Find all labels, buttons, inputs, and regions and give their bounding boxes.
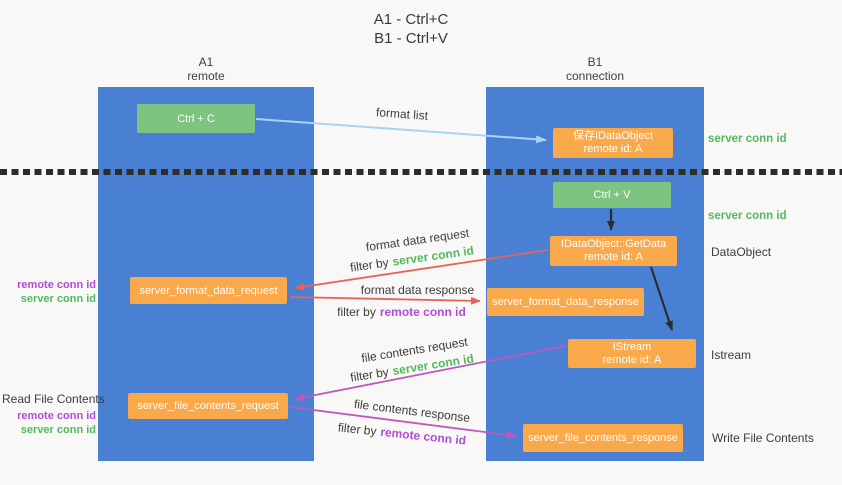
node-ctrl-v: Ctrl + V: [553, 182, 671, 208]
node-server-file-contents-request: server_file_contents_request: [128, 393, 288, 419]
node-ctrl-c-label: Ctrl + C: [177, 112, 215, 125]
node-format-response-label: server_format_data_response: [492, 296, 639, 308]
diagram-title: A1 - Ctrl+C B1 - Ctrl+V: [300, 10, 522, 48]
node-format-request-label: server_format_data_request: [139, 284, 278, 297]
label-format-data-response: format data response: [360, 283, 475, 297]
title-line-1: A1 - Ctrl+C: [373, 11, 449, 28]
node-server-format-data-response: server_format_data_response: [487, 288, 644, 316]
server-conn-id-label: server conn id: [20, 423, 96, 436]
label-file-contents-response: file contents response: [353, 396, 471, 426]
istream-label: Istream: [711, 348, 752, 362]
node-server-format-data-request: server_format_data_request: [130, 277, 287, 304]
arrow-format-data-response: [289, 296, 481, 305]
filter-by-text: filter by: [337, 305, 376, 319]
column-a-role: remote: [187, 68, 225, 83]
node-ctrl-c: Ctrl + C: [137, 104, 255, 133]
node-server-file-contents-response: server_file_contents_response: [523, 424, 683, 452]
column-a-name: A1: [198, 55, 214, 69]
remote-conn-id-label: remote conn id: [17, 410, 96, 422]
server-conn-id-label-top: server conn id: [708, 133, 787, 145]
server-conn-id-label: server conn id: [20, 292, 96, 305]
getdata-line1: IDataObject::GetData: [560, 238, 667, 250]
column-b-name: B1: [587, 55, 603, 69]
title-line-2: B1 - Ctrl+V: [374, 30, 448, 47]
column-header-a1-remote: A1 remote: [98, 55, 314, 83]
filter-by-text: filter by: [349, 255, 390, 275]
node-ctrl-v-label: Ctrl + V: [593, 189, 631, 201]
remote-conn-id-text: remote conn id: [379, 305, 466, 319]
filter-by-text: filter by: [349, 364, 390, 385]
node-file-response-label: server_file_contents_response: [528, 432, 678, 444]
remote-conn-id-label: remote conn id: [17, 279, 96, 291]
dataobject-label: DataObject: [711, 245, 772, 259]
node-istream: IStream remote id: A: [568, 339, 696, 368]
save-idataobject-line1: 保存IDataObject: [572, 130, 654, 142]
left-conn-id-group-format: remote conn id server conn id: [2, 279, 96, 306]
remote-conn-id-text: remote conn id: [379, 424, 467, 448]
getdata-line2: remote id: A: [584, 251, 643, 263]
column-b-role: connection: [565, 68, 625, 83]
left-conn-id-group-file: remote conn id server conn id: [2, 410, 96, 437]
save-idataobject-line2: remote id: A: [583, 143, 643, 155]
filter-by-text: filter by: [337, 420, 378, 439]
server-conn-id-label-mid: server conn id: [708, 210, 787, 222]
node-idataobject-getdata: IDataObject::GetData remote id: A: [550, 236, 677, 266]
node-file-request-label: server_file_contents_request: [137, 400, 279, 412]
write-file-contents-label: Write File Contents: [712, 431, 814, 445]
istream-line1: IStream: [612, 340, 652, 353]
read-file-contents-label: Read File Contents: [2, 392, 105, 406]
column-header-b1-connection: B1 connection: [486, 55, 704, 83]
copy-paste-separator-dotted-line: [0, 169, 842, 175]
node-save-idataobject: 保存IDataObject remote id: A: [553, 128, 673, 158]
istream-line2: remote id: A: [602, 353, 662, 366]
label-format-list: format list: [375, 105, 429, 123]
